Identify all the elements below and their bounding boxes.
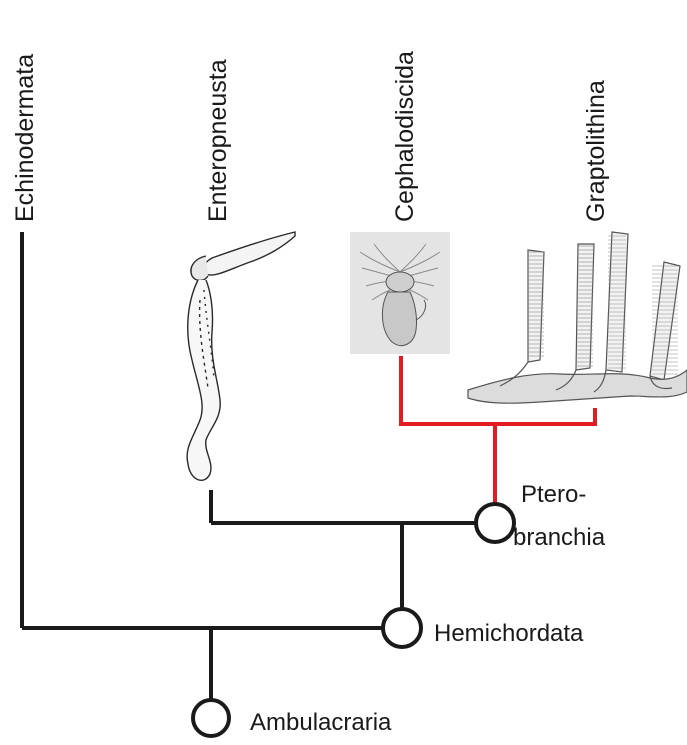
node-label-ambulacraria: Ambulacraria <box>250 709 392 736</box>
taxon-label-graptolithina: Graptolithina <box>582 80 610 222</box>
node-pterobranchia-circle <box>476 504 514 542</box>
graptolite-tubes-illustration <box>468 232 687 403</box>
enteropneust-worm-illustration <box>187 232 295 480</box>
cephalodiscus-photo <box>350 232 450 354</box>
taxon-label-enteropneusta: Enteropneusta <box>204 59 232 222</box>
node-label-hemichordata: Hemichordata <box>434 620 584 647</box>
node-ambulacraria-circle <box>193 700 229 736</box>
node-label-pterobranchia-line1: Ptero- <box>521 481 586 508</box>
node-hemichordata-circle <box>383 609 421 647</box>
taxon-label-echinodermata: Echinodermata <box>11 54 39 222</box>
taxon-label-cephalodiscida: Cephalodiscida <box>391 51 419 222</box>
node-label-pterobranchia-line2: branchia <box>513 524 606 551</box>
